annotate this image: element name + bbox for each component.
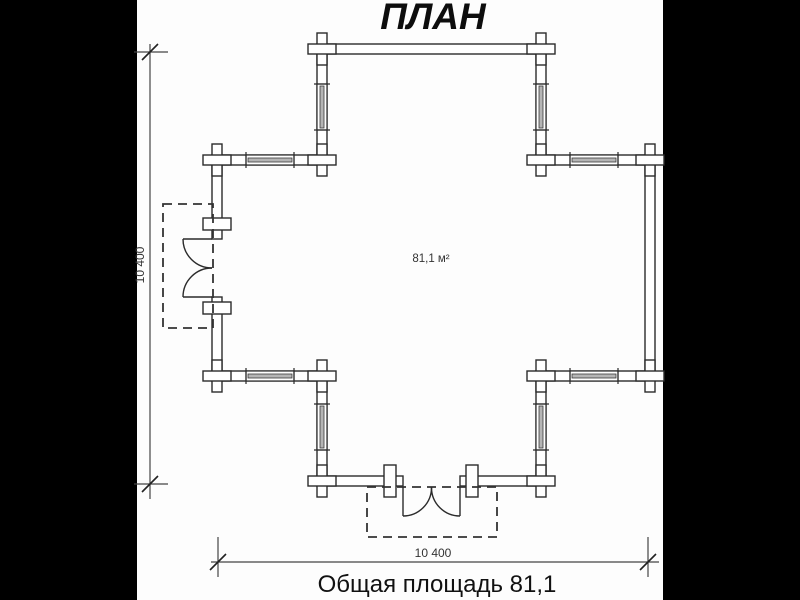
dimension-line-horizontal: 10 400 (209, 537, 659, 577)
plan-title: ПЛАН (380, 0, 487, 37)
total-area-label: Общая площадь 81,1 (318, 571, 557, 598)
window-left-wing-bottom (245, 368, 295, 384)
right-black-border (663, 0, 800, 600)
window-top-right-vertical (533, 83, 549, 131)
window-right-wing-bottom (569, 368, 619, 384)
door-bottom-double (402, 486, 461, 517)
door-left-double (182, 238, 213, 298)
dim-label-width: 10 400 (415, 546, 452, 560)
window-top-left-vertical (314, 83, 330, 131)
porch-outline-left (162, 203, 214, 329)
area-label: 81,1 м² (412, 253, 449, 265)
left-black-border (0, 0, 137, 600)
log-joints-group (202, 32, 665, 498)
window-bottom-left-vertical (314, 403, 330, 451)
window-bottom-right-vertical (533, 403, 549, 451)
dim-label-height: 10 400 (133, 246, 147, 283)
windows-group (245, 83, 619, 451)
window-left-wing-top (245, 152, 295, 168)
dimension-line-vertical: 10 400 (133, 43, 168, 499)
window-right-wing-top (569, 152, 619, 168)
